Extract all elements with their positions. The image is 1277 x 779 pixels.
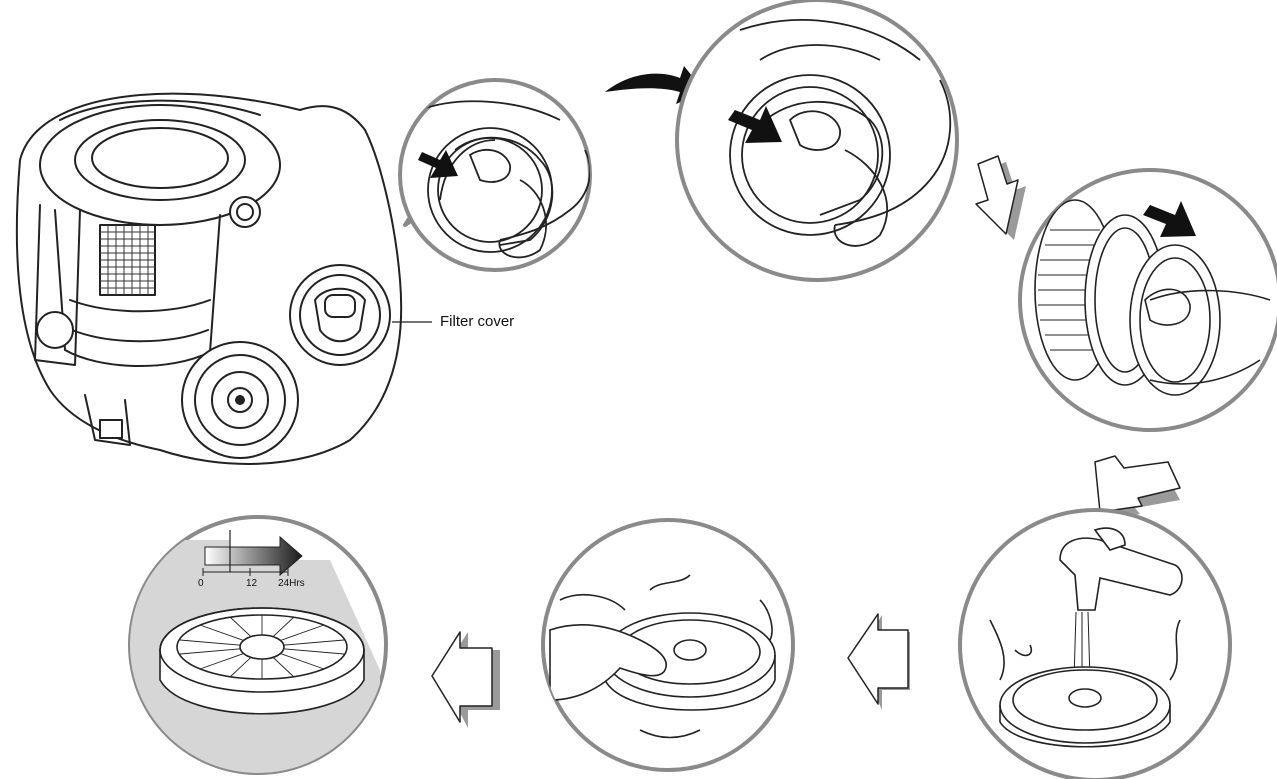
scale-tick-label: 0: [198, 578, 204, 589]
filter-icon: [160, 608, 364, 714]
step-arrow-icon: [848, 614, 910, 710]
scale-tick-label: 24Hrs: [278, 578, 305, 589]
step2-twist-circle: [677, 0, 957, 280]
scale-tick-label: 12: [246, 578, 257, 589]
step1-press-circle: [400, 80, 590, 270]
step-arrow-icon: [432, 632, 500, 728]
step5-shake-circle: [543, 520, 793, 770]
filter-cover-label: Filter cover: [440, 313, 514, 330]
step6-dry-circle: [130, 517, 386, 779]
step4-wash-circle: [960, 510, 1230, 779]
step3-remove-circle: [1020, 170, 1277, 430]
step-arrow-icon: [976, 156, 1026, 240]
vacuum-cleaner-illustration: [17, 94, 401, 464]
